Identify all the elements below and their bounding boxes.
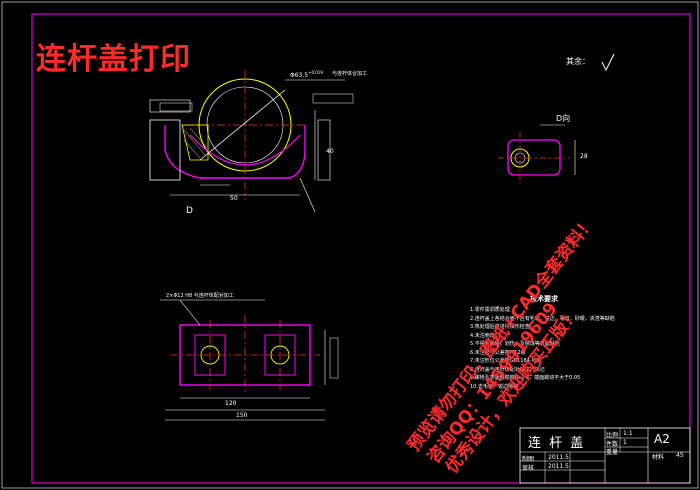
section-line [199,89,286,161]
title-block-frame [519,427,691,484]
roughness-symbol [601,53,615,72]
drawn-date: 2011.5 [548,454,569,461]
tech-line: 3.热处理后应进行探伤检查 [470,324,530,330]
scale-value: 1:1 [623,430,633,437]
tech-line: 9.螺栓孔表面粗糙度Ra1.6，端面跳动不大于0.05 [470,375,581,381]
d-direction-view [498,124,576,184]
dim-side-h: 40 [326,148,334,155]
tech-line: 6.未注尺寸公差按IT12级 [470,349,526,356]
qty-value: 1 [623,439,627,446]
check-label: 审核 [522,465,535,472]
roughness-note: 其余： [566,57,590,66]
dim-50: 50 [230,195,238,202]
dim-d-height: 28 [580,153,588,160]
bolt-note: 2×Φ12 H8 与连杆体配对加工 [166,293,234,299]
size-code: A2 [654,432,670,446]
d-view-body [507,139,561,176]
tolerance-frame-2 [312,93,354,104]
tech-line: 8.连杆盖与连杆体配对加工打标记 [470,366,545,373]
view-label-d: D [186,206,193,216]
scale-label: 比例 [606,432,619,439]
check-date: 2011.5 [548,463,569,470]
tech-line: 10.去毛刺，锐边倒钝 [470,383,518,390]
material-label: 材料 [652,454,665,461]
dim-bore-note: 与连杆体合加工 [332,71,368,77]
dim-len: 150 [236,412,248,419]
overlay-title: 连杆盖打印 [36,42,191,77]
tech-line: 4.未注倒角C1 [470,332,502,339]
cap-arc [189,134,301,166]
dim-bore-dia: Φ63.5+0.019 [290,70,323,79]
qty-label: 件数 [606,441,619,448]
bolt-boss [149,119,181,181]
material-value: 45 [676,452,684,459]
tech-line: 5.不得有磕碰，划伤，及锈蚀等表面缺陷 [470,341,560,347]
tolerance-frame-1 [159,102,193,112]
weight-label: 重量 [606,449,619,456]
tech-line: 7.未注形位公差按GB1184-K级 [470,358,540,364]
view-label-d-direction: D向 [556,114,571,123]
part-name: 连 杆 盖 [528,436,586,451]
drawing-border [31,13,691,484]
tech-line: 2.连杆盖上各结合面不应有毛刺，锐边，裂纹，砂眼，夹渣等缺陷 [470,315,615,322]
plan-view [160,299,339,421]
tech-title: 技术要求 [530,295,558,303]
hatch-region [181,124,209,161]
front-view [149,70,354,213]
dim-width: 120 [225,400,237,407]
tech-line: 1.零件需调质处理 [470,307,510,313]
drawn-label: 制图 [522,456,535,463]
cap-outline [164,125,306,179]
